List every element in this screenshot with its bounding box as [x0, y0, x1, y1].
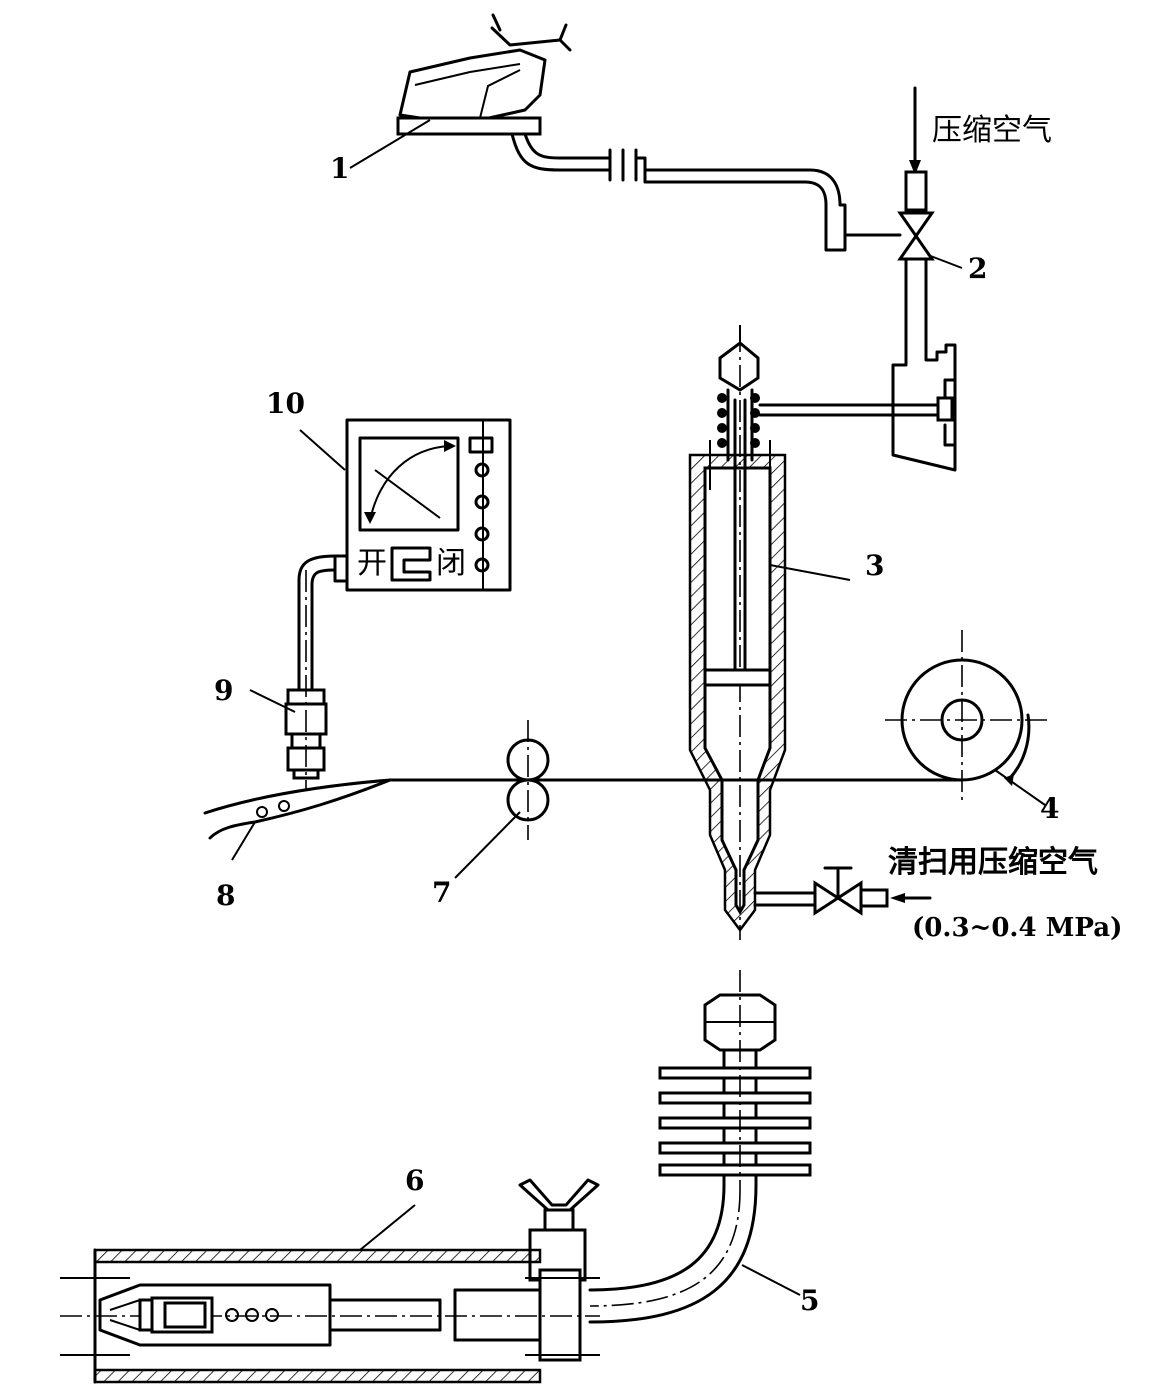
label-1: 1	[330, 152, 349, 185]
compressed-air-label: 压缩空气	[932, 113, 1052, 148]
label-6: 6	[405, 1164, 424, 1197]
pedal-air-line	[510, 132, 902, 252]
label-9: 9	[214, 674, 233, 707]
label-3: 3	[865, 549, 884, 582]
label-5: 5	[800, 1284, 819, 1317]
purge-valve	[753, 866, 932, 916]
tape-roll	[885, 630, 1050, 806]
switch-close-label: 闭	[436, 546, 466, 581]
pipe-section	[60, 1204, 600, 1384]
sensor-nozzle	[249, 554, 337, 790]
heater-fins	[658, 970, 812, 1190]
guide-rollers	[454, 720, 560, 879]
switch-open-label: 开	[357, 546, 387, 581]
guide-plate	[203, 778, 392, 861]
label-10: 10	[266, 387, 305, 420]
dosing-cylinder	[688, 325, 940, 940]
label-7: 7	[432, 876, 451, 909]
controller-box	[299, 418, 512, 592]
supply-tube	[588, 1183, 801, 1324]
air-valve	[891, 86, 963, 472]
purge-air-label: 清扫用压缩空气	[888, 845, 1098, 880]
label-8: 8	[216, 879, 235, 912]
wing-nut	[518, 1178, 600, 1362]
foot-pedal	[396, 13, 572, 136]
label-2: 2	[968, 252, 987, 285]
label-4: 4	[1040, 792, 1059, 825]
purge-pressure-label: (0.3~0.4 MPa)	[912, 913, 1122, 943]
